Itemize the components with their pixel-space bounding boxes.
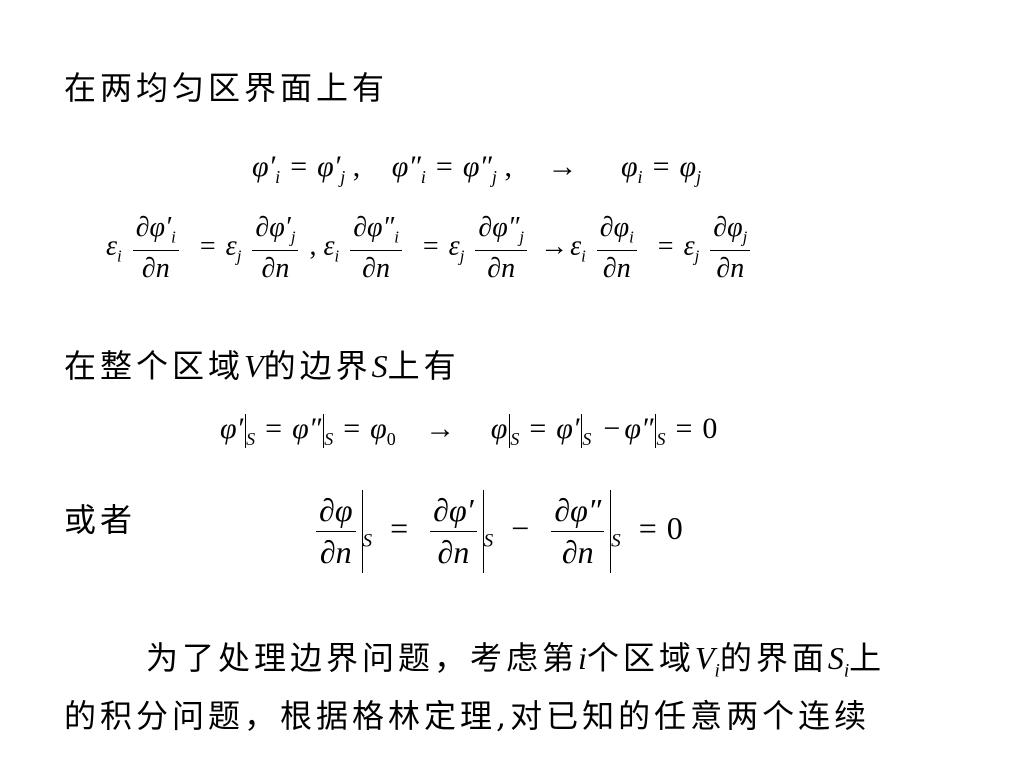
fraction: ∂φi∂n	[596, 212, 637, 285]
heading-boundary: 在整个区域V的边界S上有	[64, 347, 460, 385]
fraction: ∂φ″j∂n	[475, 212, 528, 285]
fraction: ∂φ′j∂n	[252, 212, 299, 285]
fraction: ∂φ″i∂n	[350, 212, 402, 285]
fraction: ∂φ″∂n	[551, 492, 605, 571]
or-label: 或者	[64, 501, 137, 539]
fraction: ∂φ∂n	[316, 492, 356, 571]
fraction: ∂φj∂n	[710, 212, 751, 285]
paragraph-line-2: 的积分问题，根据格林定理,对已知的任意两个连续	[64, 697, 871, 735]
fraction: ∂φ′i∂n	[132, 212, 179, 285]
fraction: ∂φ′∂n	[430, 492, 477, 571]
equation-normal-derivative-interface: εi ∂φ′i∂n =εj ∂φ′j∂n , εi ∂φ″i∂n =εj ∂φ″…	[106, 212, 754, 285]
paragraph-line-1: 为了处理边界问题，考虑第i个区域Vi的界面Si上	[146, 639, 886, 682]
heading-interface: 在两均匀区界面上有	[64, 69, 389, 107]
equation-continuity-potential: φ′i=φ′j , φ″i=φ″j , → φi=φj	[252, 150, 702, 187]
